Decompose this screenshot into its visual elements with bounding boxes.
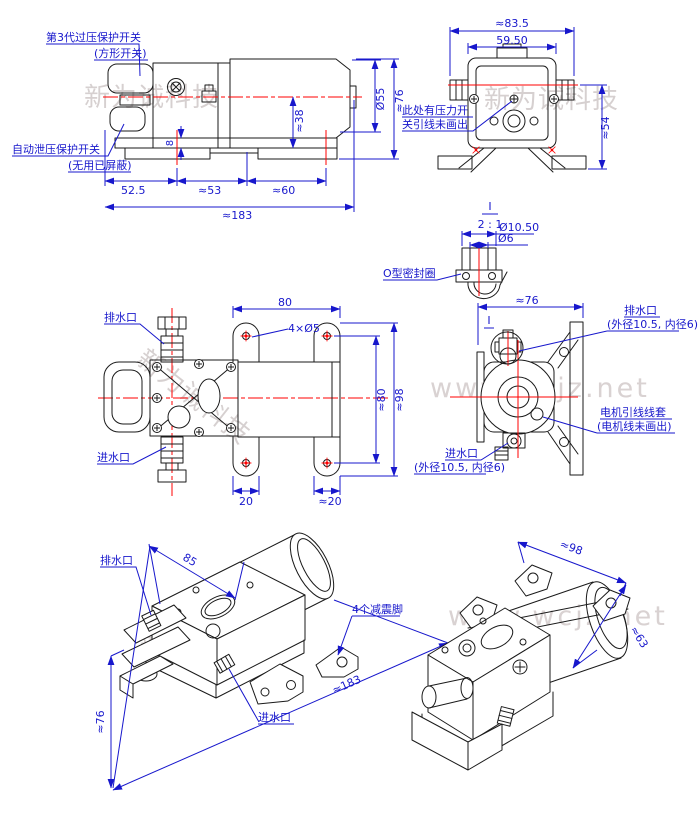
dim-85: 85 xyxy=(180,551,199,569)
dim-76: ≈76 xyxy=(94,710,107,733)
dim-d55: Ø55 xyxy=(374,88,387,111)
label-inlet: 进水口 xyxy=(445,447,478,460)
label-relief-switch: 自动泄压保护开关 xyxy=(12,142,100,156)
detail-id: I xyxy=(488,200,491,213)
dim-8: 8 xyxy=(165,140,176,146)
note-pressure-switch-2: 关引线未画出 xyxy=(402,117,468,131)
dim-76: ≈76 xyxy=(515,294,538,307)
label-gen3-switch: 第3代过压保护开关 xyxy=(46,30,141,44)
label-outlet-sub: (外径10.5, 内径6) xyxy=(607,317,698,331)
dim-59-50: 59.50 xyxy=(496,34,528,47)
detail-view: I 2 : 1 Ø10.50 Ø6 O型密封圈 xyxy=(383,200,539,300)
watermark-brand: 新为诚科技 xyxy=(84,83,219,113)
dim-83-5: ≈83.5 xyxy=(495,17,529,30)
iso-left-view: 新为诚科技 排水口 4个减震脚 进水口 85 xyxy=(94,532,449,791)
dim-54: ≈54 xyxy=(599,116,612,139)
label-gen3-switch-sub: (方形开关) xyxy=(94,46,147,60)
label-inlet: 进水口 xyxy=(97,451,130,464)
dim-38: ≈38 xyxy=(293,109,306,132)
label-sleeve-sub: (电机线未画出) xyxy=(597,419,672,433)
iso-right-view: www.wcjz.net ≈98 ≈63 xyxy=(411,538,665,771)
dim-od-10-50: Ø10.50 xyxy=(499,221,539,234)
label-sleeve: 电机引线线套 xyxy=(600,405,666,419)
dim-53: ≈53 xyxy=(198,184,221,197)
label-outlet: 排水口 xyxy=(104,310,137,324)
label-o-ring: O型密封圈 xyxy=(383,266,436,280)
label-outlet: 排水口 xyxy=(100,553,133,567)
label-damper-feet: 4个减震脚 xyxy=(352,602,403,616)
label-relief-switch-sub: (无用已屏蔽) xyxy=(68,159,132,172)
label-inlet: 进水口 xyxy=(258,711,291,724)
front-view: 新为诚科技 ≈83.5 59.50 ≈54 此处有压力开 关引线未画出 xyxy=(402,17,618,173)
dim-4xd5: 4×Ø5 xyxy=(288,322,320,335)
dim-a98: ≈98 xyxy=(393,388,406,411)
dim-52-5: 52.5 xyxy=(121,184,146,197)
dim-a20: ≈20 xyxy=(318,495,341,508)
end-view: www.wcjz.net I ≈76 排水口 (外径10.5, 内径6) 电机引… xyxy=(414,294,698,476)
detail-circle xyxy=(490,331,524,365)
dim-98: ≈98 xyxy=(558,538,584,558)
dim-183: ≈183 xyxy=(222,209,252,222)
label-inlet-sub: (外径10.5, 内径6) xyxy=(414,460,505,474)
dim-76: ≈76 xyxy=(393,89,406,112)
detail-ref-label: I xyxy=(487,314,490,327)
label-outlet: 排水口 xyxy=(624,303,657,317)
side-view: 新为诚科技 第3代过压保护开关 (方形开关) 自动泄压保护开关 (无用已屏蔽) xyxy=(12,30,406,222)
detail-scale: 2 : 1 xyxy=(478,218,503,231)
dim-80: 80 xyxy=(278,296,292,309)
top-view: 新为诚科技 排水口 进水口 xyxy=(97,296,406,508)
dim-60: ≈60 xyxy=(272,184,295,197)
dim-a80: ≈80 xyxy=(375,388,388,411)
dim-bore-6: Ø6 xyxy=(498,232,514,245)
note-pressure-switch-1: 此处有压力开 xyxy=(402,103,468,117)
dim-20: 20 xyxy=(239,495,253,508)
